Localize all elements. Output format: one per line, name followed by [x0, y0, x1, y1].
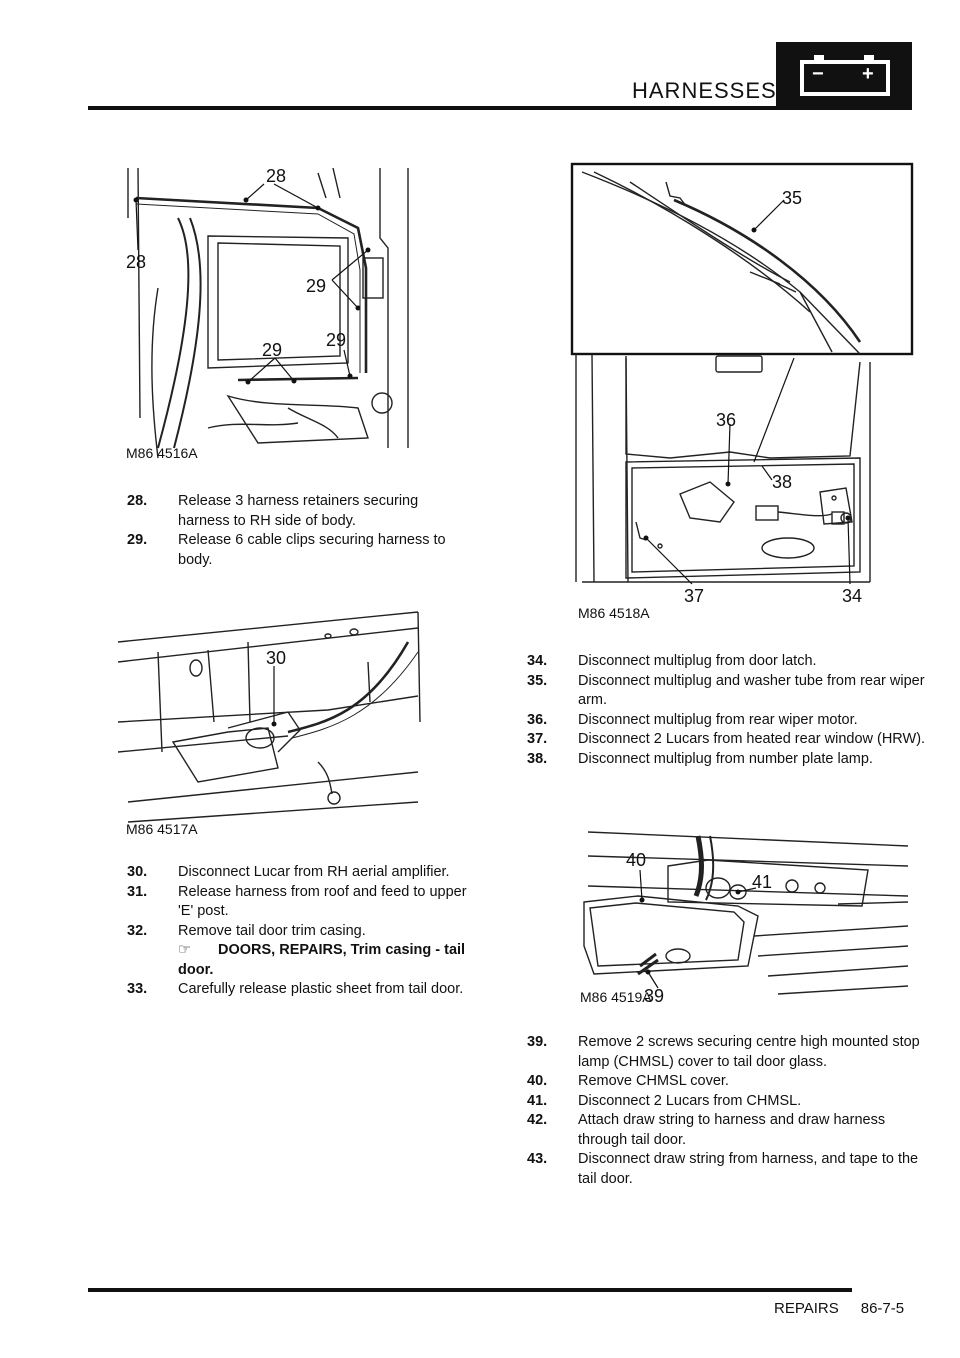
step-text: Carefully release plastic sheet from tai… — [178, 981, 464, 997]
step-35: 35. Disconnect multiplug and washer tube… — [527, 672, 927, 711]
steps-block-30-33: 30. Disconnect Lucar from RH aerial ampl… — [127, 863, 467, 1000]
callout-29-right: 29 — [306, 276, 326, 296]
step-text: Disconnect multiplug from rear wiper mot… — [578, 711, 858, 728]
battery-plus-sign: + — [862, 63, 874, 85]
step-number: 43. — [527, 1151, 548, 1167]
step-33: 33. Carefully release plastic sheet from… — [127, 980, 467, 1000]
steps-block-34-38: 34. Disconnect multiplug from door latch… — [527, 652, 927, 769]
callout-29-lower-right: 29 — [326, 330, 346, 350]
callout-36: 36 — [716, 410, 736, 430]
step-42: 42. Attach draw string to harness and dr… — [527, 1111, 927, 1150]
step-36: 36. Disconnect multiplug from rear wiper… — [527, 711, 927, 731]
step-30: 30. Disconnect Lucar from RH aerial ampl… — [127, 863, 467, 883]
step-number: 42. — [527, 1112, 548, 1128]
step-28: 28. Release 3 harness retainers securing… — [127, 492, 467, 531]
header-rule — [88, 106, 776, 110]
figure-2-drawing: 30 M86 4517A — [117, 611, 421, 837]
step-number: 30. — [127, 864, 148, 880]
cross-reference-text: DOORS, REPAIRS, Trim casing - tail door. — [178, 942, 466, 978]
step-37: 37. Disconnect 2 Lucars from heated rear… — [527, 730, 927, 750]
figure-1-drawing: 28 28 29 29 29 M86 4516A — [126, 166, 409, 461]
step-number: 29. — [127, 532, 148, 548]
callout-30: 30 — [266, 648, 286, 668]
page-title: HARNESSES — [632, 78, 777, 103]
step-number: 28. — [127, 493, 148, 509]
step-text: Remove 2 screws securing centre high mou… — [578, 1034, 920, 1070]
step-32: 32. Remove tail door trim casing. — [127, 922, 467, 942]
footer-rule — [88, 1288, 852, 1292]
step-text: Disconnect multiplug from door latch. — [578, 653, 817, 669]
step-number: 34. — [527, 653, 548, 669]
step-text: Release 3 harness retainers securing har… — [178, 493, 419, 529]
step-40: 40. Remove CHMSL cover. — [527, 1072, 927, 1092]
footer-section: REPAIRS — [774, 1300, 839, 1317]
callout-35: 35 — [782, 188, 802, 208]
step-number: 40. — [527, 1073, 548, 1089]
step-text: Release 6 cable clips securing harness t… — [178, 532, 446, 568]
step-29: 29. Release 6 cable clips securing harne… — [127, 531, 467, 570]
step-text: Disconnect draw string from harness, and… — [578, 1151, 919, 1187]
step-41: 41. Disconnect 2 Lucars from CHMSL. — [527, 1092, 927, 1112]
step-text: Disconnect Lucar from RH aerial amplifie… — [178, 864, 450, 880]
figure-code: M86 4516A — [126, 445, 198, 461]
step-text: Remove tail door trim casing. — [178, 922, 366, 939]
figure-3-drawing: 35 36 38 37 34 M86 4518A — [570, 162, 914, 621]
step-text: Disconnect multiplug from number plate l… — [578, 750, 873, 767]
figure-code: M86 4519A — [580, 989, 652, 1005]
figure-4-drawing: 40 41 39 M86 4519A — [580, 831, 909, 1006]
step-text: Disconnect 2 Lucars from heated rear win… — [578, 731, 926, 747]
step-number: 37. — [527, 731, 548, 747]
step-number: 33. — [127, 981, 148, 997]
step-34: 34. Disconnect multiplug from door latch… — [527, 652, 927, 672]
callout-39: 39 — [644, 986, 664, 1006]
figure-m86-4519a: 40 41 39 M86 4519A — [578, 826, 909, 1010]
step-43: 43. Disconnect draw string from harness,… — [527, 1150, 927, 1189]
step-text: Disconnect multiplug and washer tube fro… — [578, 672, 925, 709]
step-number: 35. — [527, 672, 548, 689]
cross-reference-link[interactable]: ☞DOORS, REPAIRS, Trim casing - tail door… — [127, 941, 467, 980]
figure-m86-4516a: 28 28 29 29 29 M86 4516A — [118, 158, 438, 468]
callout-29-bottom: 29 — [262, 340, 282, 360]
step-number: 31. — [127, 883, 148, 900]
page-footer: REPAIRS 86-7-5 — [774, 1300, 904, 1317]
step-number: 32. — [127, 922, 148, 939]
battery-minus-sign: − — [812, 63, 824, 85]
step-text: Remove CHMSL cover. — [578, 1073, 729, 1089]
battery-icon: − + — [776, 42, 912, 110]
figure-code: M86 4517A — [126, 821, 198, 837]
callout-40: 40 — [626, 850, 646, 870]
step-38: 38. Disconnect multiplug from number pla… — [527, 750, 927, 770]
step-number: 36. — [527, 711, 548, 728]
step-number: 38. — [527, 750, 548, 767]
callout-28-top: 28 — [266, 166, 286, 186]
step-text: Disconnect 2 Lucars from CHMSL. — [578, 1092, 802, 1109]
page-number: 86-7-5 — [860, 1300, 905, 1317]
figure-m86-4517a: 30 M86 4517A — [117, 602, 438, 842]
step-number: 41. — [527, 1092, 548, 1109]
step-31: 31. Release harness from roof and feed t… — [127, 883, 467, 922]
callout-38: 38 — [772, 472, 792, 492]
step-text: Release harness from roof and feed to up… — [178, 883, 467, 920]
callout-28-left: 28 — [126, 252, 146, 272]
callout-41: 41 — [752, 872, 772, 892]
step-39: 39. Remove 2 screws securing centre high… — [527, 1033, 927, 1072]
callout-37: 37 — [684, 586, 704, 606]
figure-code: M86 4518A — [578, 605, 650, 621]
callout-34: 34 — [842, 586, 862, 606]
figure-m86-4518a: 35 36 38 37 34 M86 4518A — [570, 162, 920, 624]
steps-block-39-43: 39. Remove 2 screws securing centre high… — [527, 1033, 927, 1189]
step-number: 39. — [527, 1034, 548, 1050]
step-text: Attach draw string to harness and draw h… — [578, 1112, 886, 1148]
pointing-hand-icon: ☞ — [178, 942, 191, 958]
steps-block-28-29: 28. Release 3 harness retainers securing… — [127, 492, 467, 570]
